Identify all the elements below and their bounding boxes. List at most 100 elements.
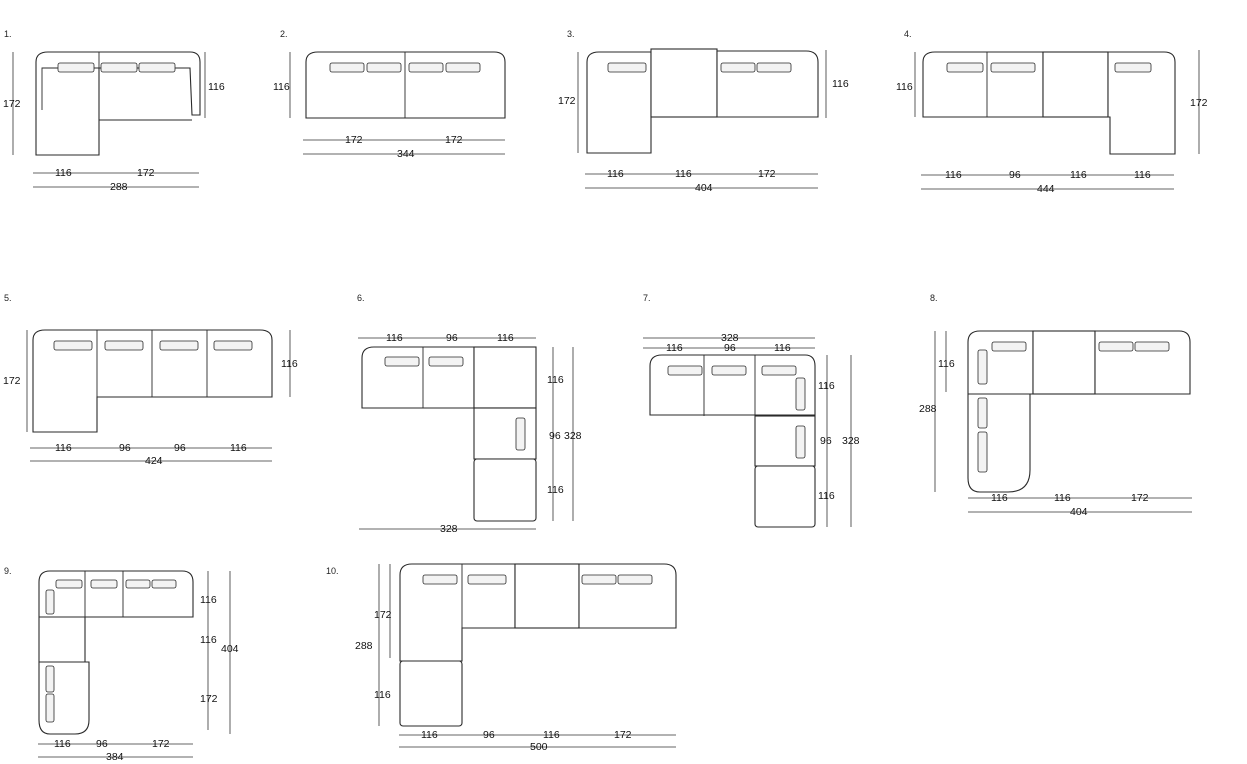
side-cushion [977, 397, 988, 429]
back-cushion [408, 62, 444, 73]
side-cushion [977, 349, 988, 385]
end-module [399, 660, 463, 727]
dim-right: 116 [200, 634, 217, 646]
dim-seg: 172 [137, 167, 155, 179]
dim-seg: 96 [1009, 169, 1021, 181]
back-cushion [104, 340, 144, 351]
back-cushion [720, 62, 756, 73]
dim-height-left: 172 [558, 95, 576, 107]
config-9: 9. 116 116 172 404 116 96 172 384 [4, 566, 239, 763]
side-cushion [795, 425, 806, 459]
dim-seg: 172 [1131, 492, 1149, 504]
dim-height-right: 116 [832, 78, 849, 90]
dim-seg: 116 [1134, 169, 1151, 181]
back-cushion [151, 579, 177, 589]
config-label: 6. [357, 293, 365, 303]
sofa-outline [1094, 330, 1191, 395]
back-cushion [90, 579, 118, 589]
back-cushion [422, 574, 458, 585]
back-cushion [761, 365, 797, 376]
sofa-outline [38, 570, 194, 735]
dim-seg: 116 [607, 168, 624, 180]
dim-left: 116 [938, 358, 955, 370]
corner-module [473, 346, 537, 409]
dim-top-total: 328 [721, 332, 739, 344]
back-cushion [55, 579, 83, 589]
config-label: 3. [567, 29, 575, 39]
dim-total: 288 [110, 181, 128, 193]
dim-top: 116 [386, 332, 403, 344]
config-label: 10. [326, 566, 339, 576]
dim-height-left: 172 [3, 98, 21, 110]
back-cushion [329, 62, 365, 73]
dim-right: 96 [820, 435, 832, 447]
dim-total: 404 [1070, 506, 1088, 518]
sofa-outline [1107, 51, 1176, 155]
back-cushion [384, 356, 420, 367]
dim-seg: 96 [483, 729, 495, 741]
side-cushion [45, 589, 55, 615]
dim-total: 444 [1037, 183, 1055, 195]
sofa-outline [922, 51, 1044, 118]
dim-right: 116 [200, 594, 217, 606]
back-cushion [991, 341, 1027, 352]
dim-top: 96 [724, 342, 736, 354]
config-6: 6. 116 96 116 116 96 116 328 328 [357, 293, 582, 535]
dim-right: 116 [818, 490, 835, 502]
back-cushion [213, 340, 253, 351]
dim-seg: 116 [230, 442, 247, 454]
dim-seg: 116 [55, 442, 72, 454]
back-cushion [366, 62, 402, 73]
dim-seg: 116 [1054, 492, 1071, 504]
config-10: 10. 172 116 288 116 96 116 172 500 [326, 563, 677, 753]
back-cushion [100, 62, 138, 73]
dim-right: 96 [549, 430, 561, 442]
side-cushion [977, 431, 988, 473]
dim-right-total: 404 [221, 643, 239, 655]
sofa-outline [32, 329, 273, 433]
dim-height-right: 116 [281, 358, 298, 370]
config-label: 8. [930, 293, 938, 303]
config-5: 5. 172 116 116 96 96 116 424 [3, 293, 298, 467]
dim-left: 172 [374, 609, 392, 621]
dim-seg: 172 [758, 168, 776, 180]
dim-right: 116 [818, 380, 835, 392]
dim-seg: 116 [991, 492, 1008, 504]
dim-seg: 172 [152, 738, 170, 750]
dim-top: 116 [666, 342, 683, 354]
sofa-outline [399, 563, 516, 662]
sofa-outline [649, 354, 816, 416]
dim-total: 328 [440, 523, 458, 535]
dim-seg: 96 [96, 738, 108, 750]
dim-seg: 96 [174, 442, 186, 454]
dim-seg: 116 [54, 738, 71, 750]
dim-total: 424 [145, 455, 163, 467]
sofa-outline [578, 563, 677, 629]
back-cushion [1114, 62, 1152, 73]
back-cushion [607, 62, 647, 73]
config-label: 1. [4, 29, 12, 39]
dim-height-left: 116 [273, 81, 290, 93]
back-cushion [1098, 341, 1134, 352]
dim-height-right: 116 [208, 81, 225, 93]
back-cushion [946, 62, 984, 73]
config-8: 8. 116 288 116 116 172 404 [919, 293, 1192, 518]
back-cushion [445, 62, 481, 73]
dim-total: 500 [530, 741, 548, 753]
config-4: 4. 116 172 116 96 116 116 444 [896, 29, 1208, 195]
back-cushion [617, 574, 653, 585]
back-cushion [138, 62, 176, 73]
side-cushion [795, 377, 806, 411]
back-cushion [711, 365, 747, 376]
dim-seg: 172 [614, 729, 632, 741]
ottoman-module [650, 48, 718, 118]
dim-seg: 172 [445, 134, 463, 146]
dim-total: 344 [397, 148, 415, 160]
config-label: 2. [280, 29, 288, 39]
dim-height-right: 172 [1190, 97, 1208, 109]
dim-seg: 116 [1070, 169, 1087, 181]
dim-seg: 116 [543, 729, 560, 741]
dim-seg: 116 [945, 169, 962, 181]
